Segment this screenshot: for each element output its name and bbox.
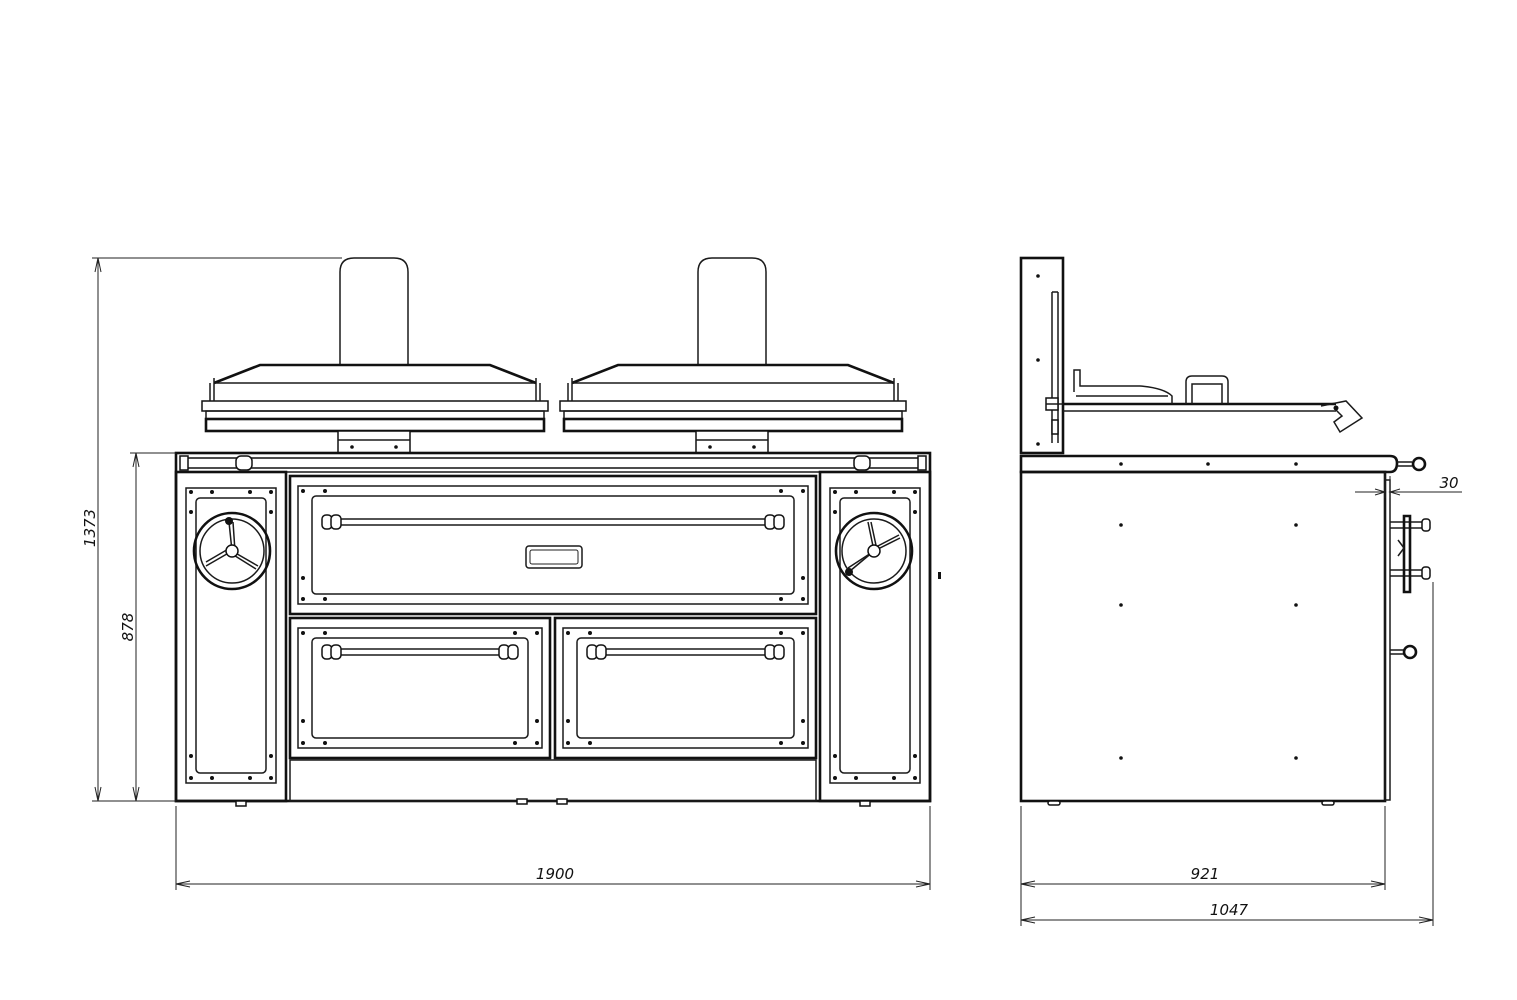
hood-left xyxy=(201,257,549,454)
oven-door-lower-right xyxy=(553,616,818,760)
front-width-label: 1900 xyxy=(536,865,574,883)
front-view: 1373 878 1900 xyxy=(81,257,941,890)
dimension-body-height: 878 xyxy=(119,452,176,802)
oven-door-lower-left xyxy=(288,616,552,760)
side-door-handle-icon xyxy=(1390,514,1431,594)
total-height-label: 1373 xyxy=(81,509,99,547)
side-depth-label: 921 xyxy=(1191,865,1220,883)
dimension-front-width: 1900 xyxy=(175,806,931,890)
left-control-panel xyxy=(185,487,277,784)
oven-door-upper xyxy=(288,474,818,616)
dimension-handle-offset: 30 xyxy=(1355,474,1462,498)
handle-offset-label: 30 xyxy=(1439,474,1458,492)
hood-right xyxy=(559,257,907,454)
side-knob-top-icon xyxy=(1397,456,1427,472)
side-view: 30 921 1047 xyxy=(1019,256,1462,926)
dimension-side-total-depth: 1047 xyxy=(1020,582,1434,926)
dimension-total-height: 1373 xyxy=(81,257,342,802)
side-body xyxy=(1019,454,1399,806)
right-control-panel xyxy=(829,487,921,784)
body-height-label: 878 xyxy=(119,613,137,642)
side-backsplash xyxy=(1019,256,1065,455)
side-total-depth-label: 1047 xyxy=(1210,901,1249,919)
right-dial-wheel-icon xyxy=(834,511,914,591)
cooker-body xyxy=(174,451,941,807)
side-hood xyxy=(1046,369,1364,434)
left-dial-wheel-icon xyxy=(192,511,272,591)
side-knob-bottom-icon xyxy=(1390,644,1418,660)
dimension-side-depth: 921 xyxy=(1020,806,1386,926)
